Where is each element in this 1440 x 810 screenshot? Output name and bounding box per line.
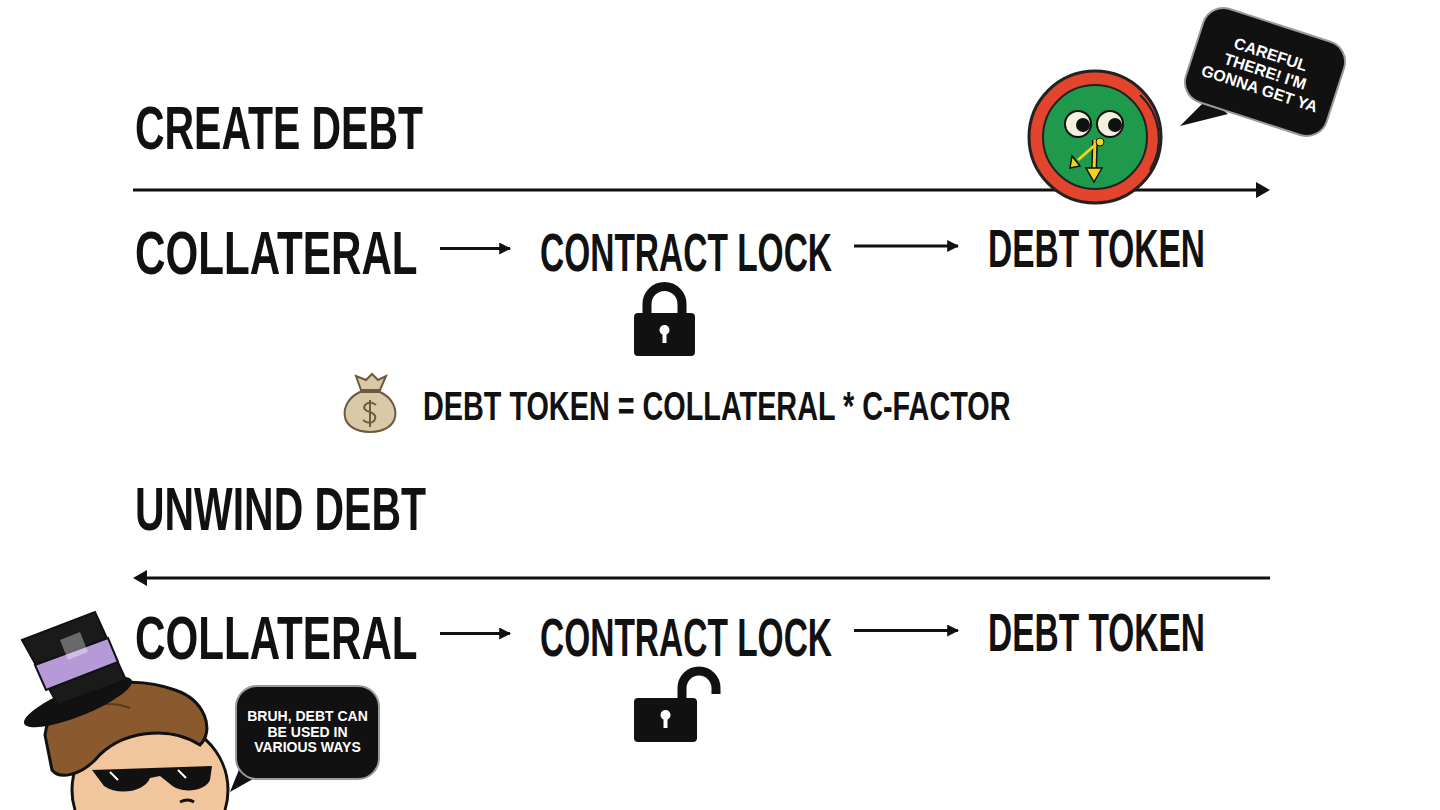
flow-arrow (440, 632, 510, 635)
term-text: CONTRACT LOCK (540, 225, 832, 279)
term-text: COLLATERAL (135, 607, 418, 669)
term-text: DEBT TOKEN (988, 221, 1205, 275)
term-text: COLLATERAL (135, 222, 418, 284)
term-text: DEBT TOKEN (988, 605, 1205, 659)
formula-text: DEBT TOKEN = COLLATERAL * C-FACTOR (423, 386, 1010, 426)
section-heading: CREATE DEBT (135, 97, 423, 159)
section-heading: UNWIND DEBT (135, 478, 426, 540)
flow-term: COLLATERAL (131, 607, 422, 669)
money-bag-icon (345, 374, 396, 432)
closed-lock-icon (634, 287, 695, 357)
bubble-text: BRUH, DEBT CAN BE USED IN VARIOUS WAYS (245, 709, 370, 756)
flow-arrow (440, 247, 510, 250)
flow-arrow (854, 245, 958, 248)
flow-term: COLLATERAL (131, 222, 422, 284)
green-character (1029, 71, 1161, 203)
timeline-arrowhead (1256, 182, 1270, 198)
timeline-arrowhead (133, 570, 147, 586)
speech-bubble: BRUH, DEBT CAN BE USED IN VARIOUS WAYS (235, 685, 380, 780)
flow-term: DEBT TOKEN (984, 605, 1210, 659)
open-lock-icon (634, 671, 716, 742)
flow-term: DEBT TOKEN (984, 221, 1210, 275)
bubble-text: CAREFUL THERE! I'M GONNA GET YA (1195, 26, 1335, 117)
term-text: CONTRACT LOCK (540, 610, 832, 664)
speech-bubble: CAREFUL THERE! I'M GONNA GET YA (1178, 1, 1352, 142)
flow-arrow (854, 629, 958, 632)
unwind-timeline (145, 577, 1270, 580)
flow-term: CONTRACT LOCK (536, 610, 836, 664)
flow-term: CONTRACT LOCK (536, 225, 836, 279)
